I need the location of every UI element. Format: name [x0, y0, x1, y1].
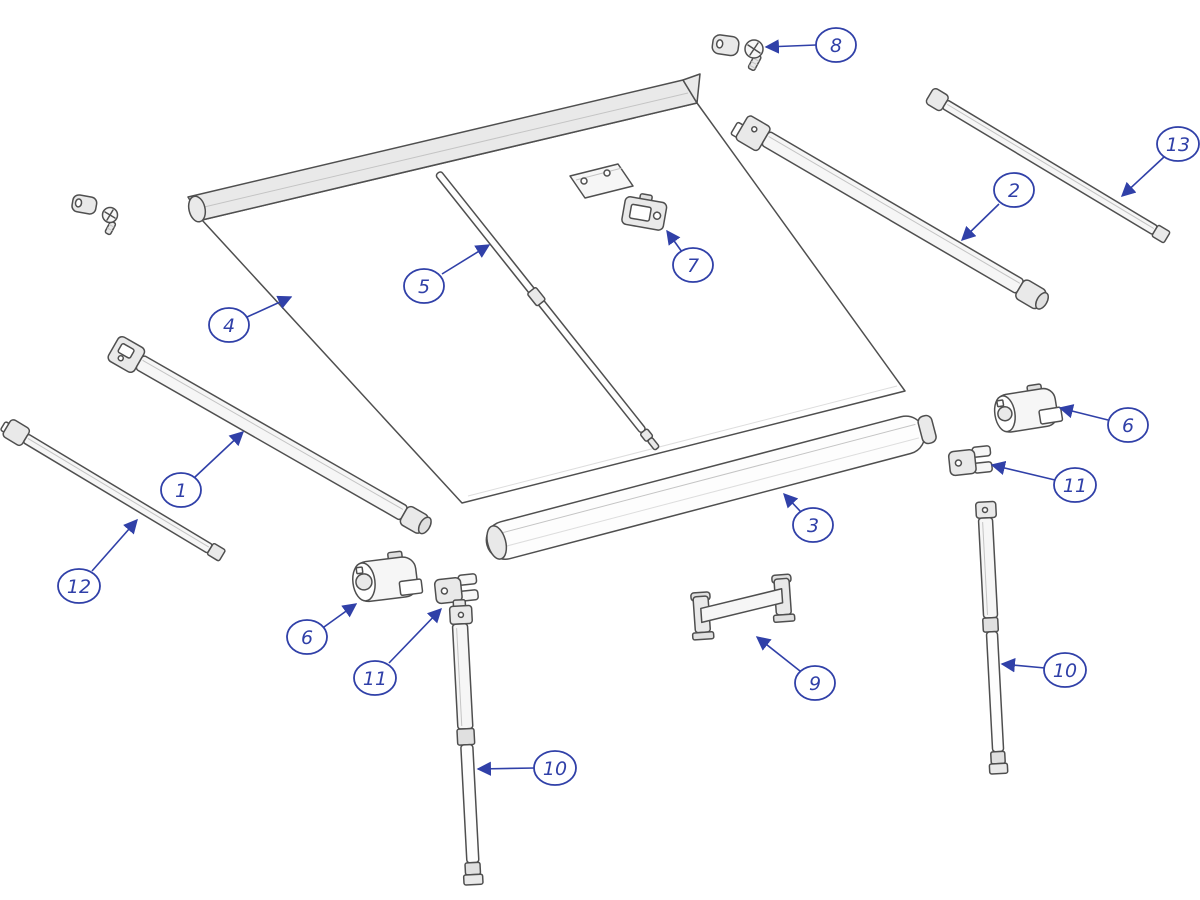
callout-label: 5 — [418, 276, 430, 298]
cap-and-screw-part-8 — [711, 34, 764, 72]
front-bar-part-3 — [485, 414, 937, 560]
leader-11-left — [388, 607, 442, 664]
callout-label: 7 — [687, 255, 699, 277]
callout-label: 11 — [1063, 475, 1087, 497]
callout-label: 2 — [1008, 180, 1020, 202]
cap-icon — [711, 34, 740, 57]
callout-6-right: 6 — [1107, 407, 1149, 443]
callout-1: 1 — [160, 472, 202, 508]
callout-13: 13 — [1156, 126, 1200, 162]
leader-8 — [764, 39, 817, 54]
callout-7: 7 — [672, 247, 714, 283]
leader-6-left — [323, 603, 358, 628]
clamp-part-11-left — [433, 573, 479, 605]
mounting-plate-part-7 — [569, 163, 668, 231]
leader-5 — [441, 244, 491, 275]
callout-11-right: 11 — [1053, 467, 1097, 503]
support-arm-part-2 — [730, 115, 1050, 310]
fabric-roller-assembly-part-4 — [187, 73, 906, 504]
support-leg-part-10-right — [974, 500, 1009, 775]
foot-bracket-part-9 — [690, 573, 796, 641]
callout-8: 8 — [815, 27, 857, 63]
end-cap-part-6-right — [993, 383, 1064, 433]
callout-6-left: 6 — [286, 619, 328, 655]
screw-icon — [744, 39, 764, 72]
callout-label: 10 — [543, 758, 567, 780]
callout-label: 11 — [363, 668, 387, 690]
callout-11-left: 11 — [353, 660, 397, 696]
leader-3 — [783, 492, 802, 513]
callout-9: 9 — [794, 665, 836, 701]
cap-icon — [71, 194, 98, 215]
callout-2: 2 — [993, 172, 1035, 208]
leader-10-left — [476, 761, 536, 776]
callout-label: 6 — [1122, 415, 1134, 437]
clamp-part-11-right — [947, 445, 993, 477]
rail-part-13 — [925, 87, 1171, 244]
support-arm-part-1 — [107, 335, 432, 535]
callout-label: 6 — [301, 627, 313, 649]
callout-label: 8 — [830, 35, 842, 57]
callout-label: 3 — [807, 515, 819, 537]
leader-4 — [246, 295, 293, 318]
tension-rod-part-5 — [435, 171, 660, 451]
leader-lines — [91, 39, 1165, 776]
cap-and-screw-left — [71, 194, 119, 236]
callout-label: 9 — [809, 673, 821, 695]
callout-10-left: 10 — [533, 750, 577, 786]
callout-label: 10 — [1053, 660, 1077, 682]
leader-11-right — [990, 460, 1056, 481]
support-leg-part-10-left — [448, 599, 484, 886]
callout-label: 4 — [223, 315, 235, 337]
callout-label: 1 — [175, 480, 187, 502]
leader-13 — [1120, 156, 1165, 197]
leader-1 — [194, 431, 245, 478]
callout-3: 3 — [792, 507, 834, 543]
leader-7 — [666, 229, 683, 253]
leader-9 — [755, 636, 801, 672]
callout-10-right: 10 — [1043, 652, 1087, 688]
leader-10-right — [1000, 658, 1046, 673]
screw-icon — [101, 206, 119, 236]
end-cap-part-6-left — [352, 550, 424, 603]
callout-12: 12 — [57, 568, 101, 604]
callout-5: 5 — [403, 268, 445, 304]
callout-label: 13 — [1166, 134, 1190, 156]
rail-part-12 — [0, 419, 226, 562]
callout-4: 4 — [208, 307, 250, 343]
leader-2 — [960, 203, 1000, 242]
leader-6-right — [1058, 404, 1109, 421]
leader-12 — [91, 518, 138, 572]
callout-label: 12 — [67, 576, 91, 598]
